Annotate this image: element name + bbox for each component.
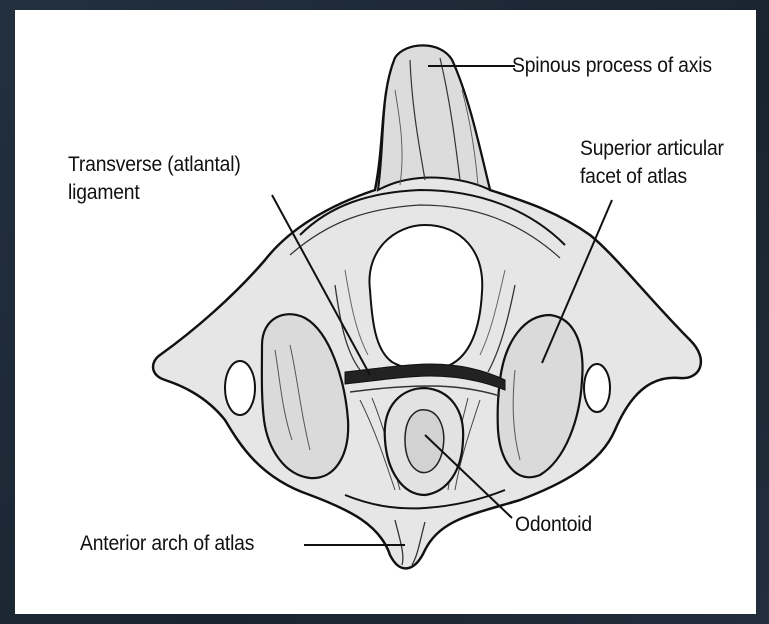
label-transverse-ligament-line2: ligament (68, 180, 140, 206)
right-transverse-foramen (584, 364, 610, 412)
vertebral-foramen (369, 225, 482, 370)
label-anterior-arch: Anterior arch of atlas (80, 531, 254, 557)
label-spinous-process: Spinous process of axis (512, 53, 712, 79)
label-odontoid: Odontoid (515, 512, 592, 538)
label-superior-facet-line1: Superior articular (580, 136, 724, 162)
label-transverse-ligament-line1: Transverse (atlantal) (68, 152, 241, 178)
label-superior-facet-line2: facet of atlas (580, 164, 687, 190)
left-transverse-foramen (225, 361, 255, 415)
